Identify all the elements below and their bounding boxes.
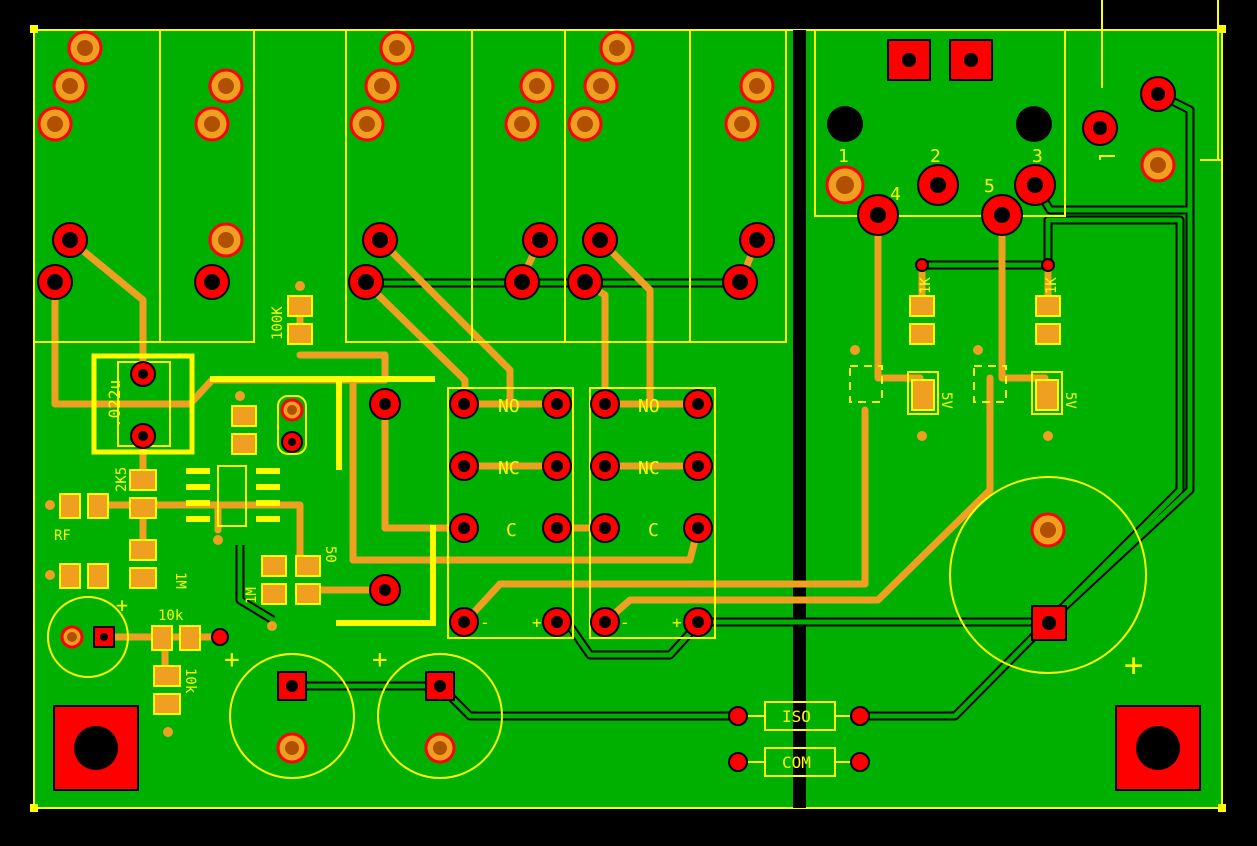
smd-pads (59, 295, 1061, 715)
label-1m-b: 1M (244, 587, 260, 604)
label-1k-a: 1K (918, 277, 934, 294)
din-pin-3: 3 (1032, 146, 1043, 167)
relay-2-outline (589, 387, 716, 639)
mounting-holes (53, 705, 1201, 791)
din-pin-2: 2 (930, 146, 941, 167)
relay1-plus: + (532, 613, 542, 632)
relay1-no: NO (498, 396, 520, 417)
plus-c-small: + (116, 593, 128, 617)
label-10k-a: 10k (158, 608, 184, 624)
silkscreen (33, 29, 1147, 779)
label-1m-a: 1M (172, 572, 188, 589)
din-pin-4: 4 (890, 184, 901, 205)
plus-c2: + (372, 645, 388, 675)
plus-c-large: + (1124, 646, 1143, 684)
label-100k: 100K (270, 306, 286, 340)
cap-c2-outline (377, 653, 503, 779)
relay2-plus: + (672, 613, 682, 632)
cap-small-outline (47, 596, 129, 678)
label-1k-b: 1K (1044, 277, 1060, 294)
relay2-nc: NC (638, 458, 660, 479)
din-pin-1: 1 (838, 146, 849, 167)
label-rf: RF (54, 528, 71, 544)
label-iso: ISO (782, 707, 811, 726)
relay2-minus: - (620, 613, 630, 632)
label-led-a: 5V (938, 392, 954, 409)
cap-c1-outline (229, 653, 355, 779)
label-10k-b: 10k (182, 668, 198, 694)
relay2-no: NO (638, 396, 660, 417)
relay1-c: C (506, 520, 517, 541)
label-com: COM (782, 753, 811, 772)
relay1-nc: NC (498, 458, 520, 479)
relay2-c: C (648, 520, 659, 541)
isolation-gap (793, 30, 806, 808)
din-pin-5: 5 (984, 176, 995, 197)
through-hole-pads (37, 30, 1176, 772)
label-cap022: .022u (105, 380, 124, 428)
cap-large-outline (949, 476, 1147, 674)
label-2k5: 2K5 (114, 467, 130, 492)
label-50: 50 (322, 546, 338, 563)
relay-1-outline (447, 387, 574, 639)
relay1-minus: - (480, 613, 490, 632)
label-led-b: 5V (1062, 392, 1078, 409)
pcb-board (34, 30, 1222, 808)
plus-c1: + (224, 645, 240, 675)
